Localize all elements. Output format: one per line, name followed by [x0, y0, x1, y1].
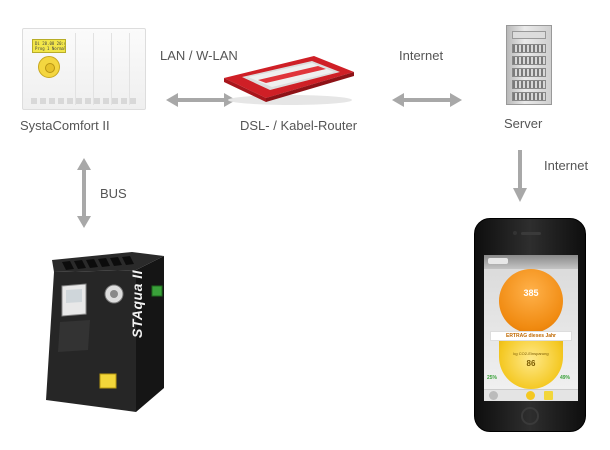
app-footer — [484, 389, 578, 401]
co2-gauge-icon — [499, 339, 563, 389]
internet-label-right: Internet — [544, 158, 589, 173]
systacomfort-label: SystaComfort II — [20, 118, 110, 133]
server-bay — [512, 44, 546, 53]
server-device-image — [506, 25, 552, 105]
lan-wlan-label: LAN / W-LAN — [160, 48, 238, 63]
brand-logo-icon — [544, 391, 553, 400]
server-bay — [512, 92, 546, 101]
app-header-tab — [488, 258, 508, 264]
systacomfort-terminal-strip — [31, 98, 137, 104]
yield-value: 385 — [523, 288, 539, 298]
co2-value: 86 — [526, 359, 536, 368]
front-camera-icon — [513, 231, 517, 235]
systacomfort-display: Di 28.08 20:47 Prog 1 Normal — [32, 39, 66, 53]
phone-screen: 385 ERTRAG dieses Jahr kg CO2-Einsparung… — [484, 255, 578, 401]
systacomfort-device-image: Di 28.08 20:47 Prog 1 Normal — [22, 28, 146, 110]
server-bay — [512, 68, 546, 77]
router-device-image — [218, 50, 358, 106]
stat-right: 49% — [560, 375, 571, 381]
ridge — [75, 33, 76, 105]
server-label: Server — [504, 116, 543, 131]
staqua-device-image: STAqua II — [40, 250, 166, 420]
staqua-brand-text: STAqua II — [129, 269, 145, 338]
home-button — [521, 407, 539, 425]
systacomfort-dial-icon — [38, 56, 60, 78]
systacomfort-display-line1: Di 28.08 20:47 — [35, 41, 66, 46]
internet-label-top: Internet — [399, 48, 444, 63]
co2-caption: kg CO2-Einsparung — [513, 351, 549, 356]
server-bay — [512, 56, 546, 65]
server-bay — [512, 80, 546, 89]
bus-double-arrow-icon — [76, 158, 92, 228]
speaker-grille — [521, 232, 541, 235]
bus-label: BUS — [100, 186, 127, 201]
ridge — [129, 33, 130, 105]
server-top-panel — [512, 31, 546, 39]
ridge — [93, 33, 94, 105]
ridge — [111, 33, 112, 105]
yield-gauge-icon — [499, 269, 563, 333]
server-down-arrow-icon — [512, 150, 528, 202]
internet-double-arrow-icon — [392, 92, 462, 108]
yield-band: ERTRAG dieses Jahr — [490, 331, 572, 341]
settings-icon — [489, 391, 498, 400]
systacomfort-display-line2: Prog 1 Normal — [35, 46, 66, 51]
app-header — [484, 255, 578, 269]
smartphone-device-image: 385 ERTRAG dieses Jahr kg CO2-Einsparung… — [474, 218, 586, 432]
stat-left: 25% — [487, 375, 498, 381]
router-label: DSL- / Kabel-Router — [240, 118, 358, 133]
smiley-icon — [526, 391, 535, 400]
